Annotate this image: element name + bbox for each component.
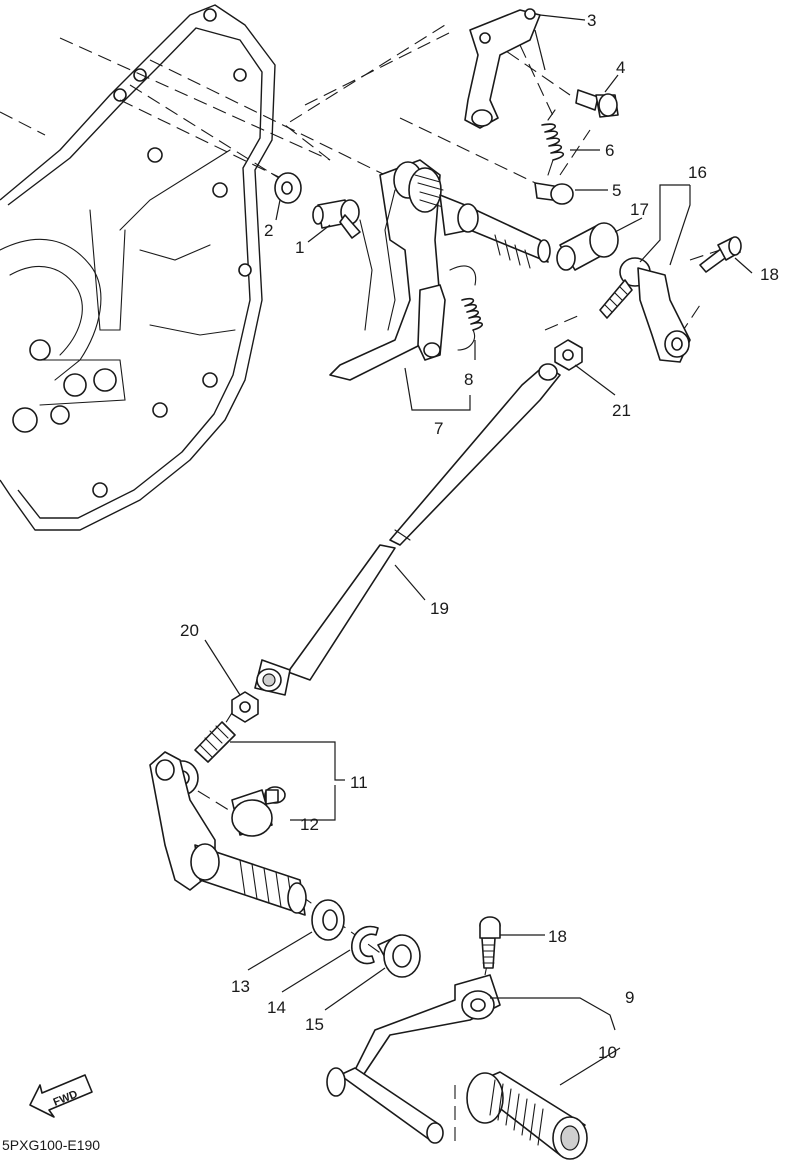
lower-shift-lever bbox=[149, 751, 307, 916]
bolt-part-4 bbox=[575, 89, 619, 118]
washer-part-2 bbox=[274, 172, 302, 204]
pin-part-5 bbox=[534, 182, 574, 205]
callout-2: 2 bbox=[264, 221, 273, 240]
circlip-part-14 bbox=[351, 925, 379, 965]
callout-20: 20 bbox=[180, 621, 199, 640]
callout-17: 17 bbox=[630, 200, 649, 219]
shift-rod-part-19 bbox=[254, 363, 561, 696]
callout-8: 8 bbox=[464, 370, 473, 389]
nut-part-20 bbox=[231, 691, 259, 723]
callout-11: 11 bbox=[350, 773, 368, 792]
callout-9: 9 bbox=[625, 988, 634, 1007]
callout-7: 7 bbox=[434, 419, 443, 438]
joint-part-12 bbox=[231, 786, 286, 837]
callout-13: 13 bbox=[231, 977, 250, 996]
callout-10: 10 bbox=[598, 1043, 617, 1062]
spring-part-8 bbox=[449, 265, 483, 351]
callout-3: 3 bbox=[587, 11, 596, 30]
rod-end-part-17 bbox=[556, 222, 619, 271]
callout-21: 21 bbox=[612, 401, 631, 420]
bolt-part-18-upper bbox=[699, 236, 742, 273]
stopper-lever-part-3 bbox=[464, 8, 541, 129]
nut-part-21 bbox=[554, 339, 583, 371]
washer-part-13 bbox=[311, 899, 345, 941]
crankcase-outline bbox=[0, 4, 276, 531]
bolt-part-18-lower bbox=[479, 916, 501, 969]
leader-lines bbox=[204, 14, 753, 1086]
shift-shaft-assembly bbox=[329, 159, 551, 381]
callout-12: 12 bbox=[300, 815, 319, 834]
callout-14: 14 bbox=[267, 998, 286, 1017]
callout-19: 19 bbox=[430, 599, 449, 618]
fwd-arrow-icon: FWD bbox=[29, 1074, 93, 1118]
callout-16: 16 bbox=[688, 163, 707, 182]
callout-6: 6 bbox=[605, 141, 614, 160]
callout-labels: 1 2 3 4 5 6 7 8 9 10 11 12 13 14 15 16 1… bbox=[180, 11, 779, 1062]
callout-18-upper: 18 bbox=[760, 265, 779, 284]
callout-5: 5 bbox=[612, 181, 621, 200]
callout-18-lower: 18 bbox=[548, 927, 567, 946]
bolt-part-1 bbox=[312, 199, 361, 239]
drawing-code: 5PXG100-E190 bbox=[2, 1137, 100, 1153]
shift-pedal-part-9 bbox=[326, 974, 501, 1144]
pedal-rubber-part-10 bbox=[466, 1071, 588, 1160]
callout-15: 15 bbox=[305, 1015, 324, 1034]
callout-4: 4 bbox=[616, 58, 625, 77]
callout-1: 1 bbox=[295, 238, 304, 257]
shift-arm-part-16 bbox=[599, 257, 691, 363]
spring-part-6 bbox=[541, 109, 565, 176]
bushing-part-15 bbox=[377, 934, 421, 978]
